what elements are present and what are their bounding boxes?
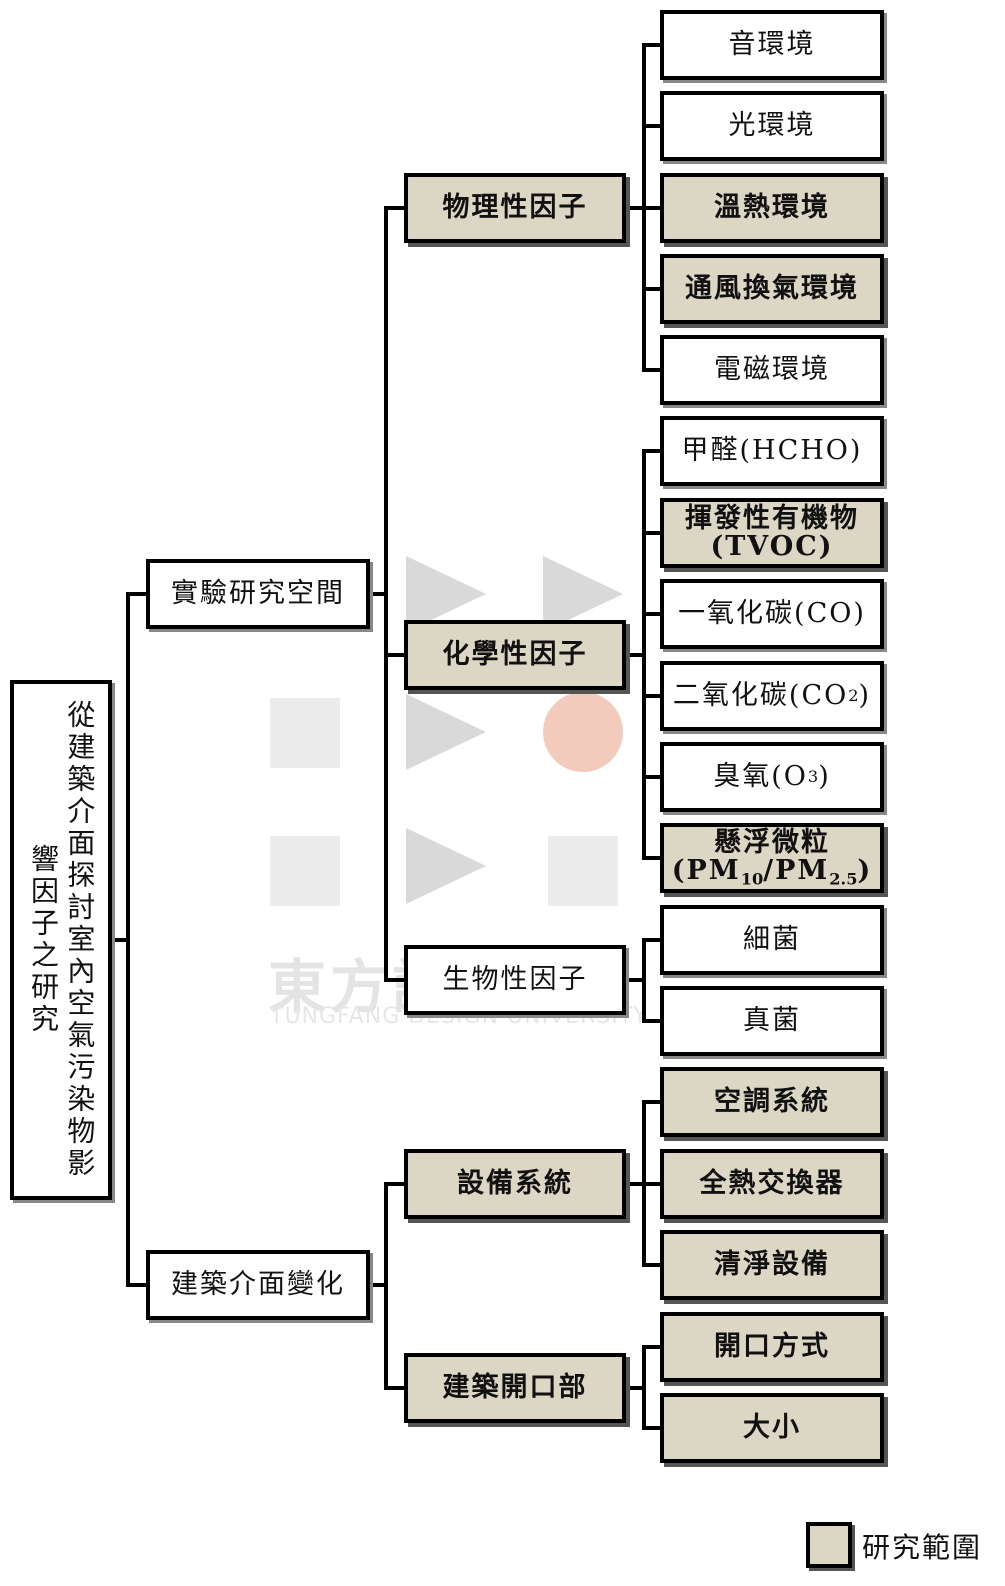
node-opening-size: 大小 xyxy=(660,1393,884,1463)
watermark-square xyxy=(270,836,340,906)
watermark-triangle xyxy=(543,556,623,632)
watermark-square xyxy=(270,698,340,768)
node-tvoc-line1: 揮發性有機物 xyxy=(685,502,859,534)
co2-label-end: ) xyxy=(858,680,872,712)
node-acoustic-env: 音環境 xyxy=(660,10,884,80)
watermark-square xyxy=(548,836,618,906)
watermark-triangle xyxy=(406,828,486,904)
node-heat-exchanger: 全熱交換器 xyxy=(660,1149,884,1219)
node-light-env: 光環境 xyxy=(660,91,884,161)
watermark-triangle xyxy=(406,694,486,770)
legend-label: 研究範圍 xyxy=(862,1531,983,1564)
pm-line2-sub2: 2.5 xyxy=(829,869,858,889)
node-tvoc: 揮發性有機物 (TVOC) xyxy=(660,498,884,568)
ozone-label-main: 臭氧(O xyxy=(713,761,808,793)
node-physical-factors: 物理性因子 xyxy=(404,173,626,243)
pm-line2-sub1: 10 xyxy=(740,869,764,889)
node-equipment-systems: 設備系統 xyxy=(404,1149,626,1219)
root-node: 從建築介面探討室內空氣污染物影響因子之研究 xyxy=(10,680,112,1200)
pm-line2-c: ) xyxy=(857,854,873,886)
node-lab-space: 實驗研究空間 xyxy=(146,559,370,629)
node-particulate-matter: 懸浮微粒 (PM10/PM2.5) xyxy=(660,823,884,893)
node-purification-equipment: 清淨設備 xyxy=(660,1230,884,1300)
node-fungi: 真菌 xyxy=(660,986,884,1056)
pm-line2-b: /PM xyxy=(763,854,830,886)
pm-line2-a: (PM xyxy=(671,854,741,886)
node-interface-change: 建築介面變化 xyxy=(146,1250,370,1320)
ozone-label-subscript: 3 xyxy=(807,766,819,786)
node-ventilation-env: 通風換氣環境 xyxy=(660,254,884,324)
node-chemical-factors: 化學性因子 xyxy=(404,620,626,690)
node-tvoc-line2: (TVOC) xyxy=(710,531,834,562)
co2-label-subscript: 2 xyxy=(848,685,859,705)
node-opening-method: 開口方式 xyxy=(660,1312,884,1382)
watermark-circle xyxy=(543,692,623,772)
node-thermal-env: 溫熱環境 xyxy=(660,173,884,243)
node-carbon-monoxide: 一氧化碳(CO) xyxy=(660,579,884,649)
co2-label-main: 二氧化碳(CO xyxy=(672,680,849,712)
ozone-label-end: ) xyxy=(818,761,831,793)
node-building-openings: 建築開口部 xyxy=(404,1353,626,1423)
node-biological-factors: 生物性因子 xyxy=(404,945,626,1015)
legend-swatch xyxy=(806,1522,852,1568)
watermark-triangle xyxy=(406,556,486,632)
node-bacteria: 細菌 xyxy=(660,905,884,975)
node-formaldehyde: 甲醛(HCHO) xyxy=(660,416,884,486)
node-electromagnetic-env: 電磁環境 xyxy=(660,335,884,405)
pm-line1: 懸浮微粒 xyxy=(714,826,830,858)
pm-line2: (PM10/PM2.5) xyxy=(671,854,873,889)
node-hvac-system: 空調系統 xyxy=(660,1067,884,1137)
